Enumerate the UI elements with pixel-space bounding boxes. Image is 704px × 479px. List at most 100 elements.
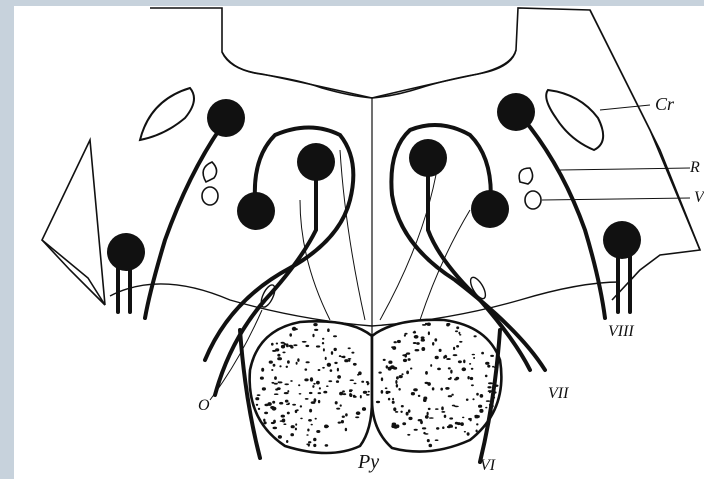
stipple-dot [456,345,459,348]
nucleus-dot-left-top [207,99,245,137]
stipple-dot [418,395,421,397]
stipple-dot [395,411,398,413]
stipple-dot [318,400,320,403]
stipple-dot [316,430,320,433]
stipple-dot [289,345,293,347]
stipple-dot [323,391,327,394]
stipple-dot [293,344,297,346]
stipple-dot [305,345,309,347]
stipple-dot [316,381,320,385]
stipple-dot [308,441,311,443]
label-vii: VII [548,385,569,402]
stipple-dot [263,419,265,422]
stipple-dot [423,398,427,402]
stipple-dot [391,425,395,429]
stipple-dot [418,419,423,421]
stipple-dot [308,419,312,422]
stipple-dot [343,356,346,359]
stipple-dot [432,342,434,346]
stipple-dot [411,392,415,395]
stipple-dot [289,333,292,336]
stipple-dot [475,416,479,418]
stipple-dot [469,363,471,365]
label-viii: VIII [608,323,634,340]
stipple-dot [388,367,392,371]
stipple-dot [427,412,429,416]
stipple-dot [286,345,289,347]
stipple-dot [427,323,431,326]
stipple-dot [427,382,431,386]
stipple-dot [425,415,429,419]
label-r: R [689,159,700,176]
stipple-dot [340,404,342,406]
stipple-dot [277,354,280,357]
stipple-dot [435,408,439,410]
stipple-dot [307,429,309,432]
stipple-dot [381,390,384,394]
stipple-dot [444,415,447,418]
stipple-dot [457,422,461,425]
stipple-dot [428,408,431,410]
stipple-dot [273,427,278,430]
stipple-dot [291,425,295,428]
stipple-dot [261,368,264,372]
stipple-dot [348,358,352,360]
stipple-dot [402,422,406,425]
stipple-dot [349,389,353,391]
stipple-dot [448,395,452,397]
stipple-dot [478,405,482,408]
stipple-dot [343,393,347,395]
stipple-dot [442,426,444,429]
stipple-dot [348,347,351,349]
stipple-dot [472,398,474,400]
stipple-dot [311,424,313,426]
stipple-dot [408,358,411,361]
stipple-dot [455,377,459,380]
stipple-dot [273,364,276,367]
label-vi: VI [480,457,496,474]
stipple-dot [464,431,466,433]
stipple-dot [255,397,259,400]
stipple-dot [378,372,381,374]
stipple-dot [427,439,430,442]
stipple-dot [394,341,397,343]
stipple-dot [397,340,401,343]
stipple-dot [286,366,288,368]
stipple-dot [287,390,289,392]
stipple-dot [479,409,483,413]
stipple-dot [271,422,275,424]
stipple-dot [272,401,275,404]
stipple-dot [323,348,325,351]
stipple-dot [292,404,296,406]
stipple-dot [455,427,457,429]
stipple-dot [305,368,308,370]
stipple-dot [492,366,494,368]
stipple-dot [262,387,266,390]
stipple-dot [467,432,470,435]
stipple-dot [392,401,395,404]
stipple-dot [368,391,370,393]
stipple-dot [388,398,390,401]
stipple-dot [471,368,474,370]
stipple-dot [414,331,416,334]
stipple-dot [476,430,478,433]
stipple-dot [339,355,342,357]
stipple-dot [403,359,407,362]
stipple-dot [314,329,318,331]
stipple-dot [388,361,392,364]
stipple-dot [393,407,396,411]
stipple-dot [451,394,453,396]
stipple-dot [487,386,491,388]
stipple-dot [453,347,455,350]
stipple-dot [430,364,432,367]
stipple-dot [341,420,344,423]
stipple-dot [314,398,317,402]
stipple-dot [471,384,474,386]
stipple-dot [458,360,462,363]
stipple-dot [413,342,417,344]
nucleus-dot-left-mid [297,143,335,181]
stipple-dot [448,378,452,380]
stipple-dot [459,341,462,343]
stipple-dot [330,369,333,372]
